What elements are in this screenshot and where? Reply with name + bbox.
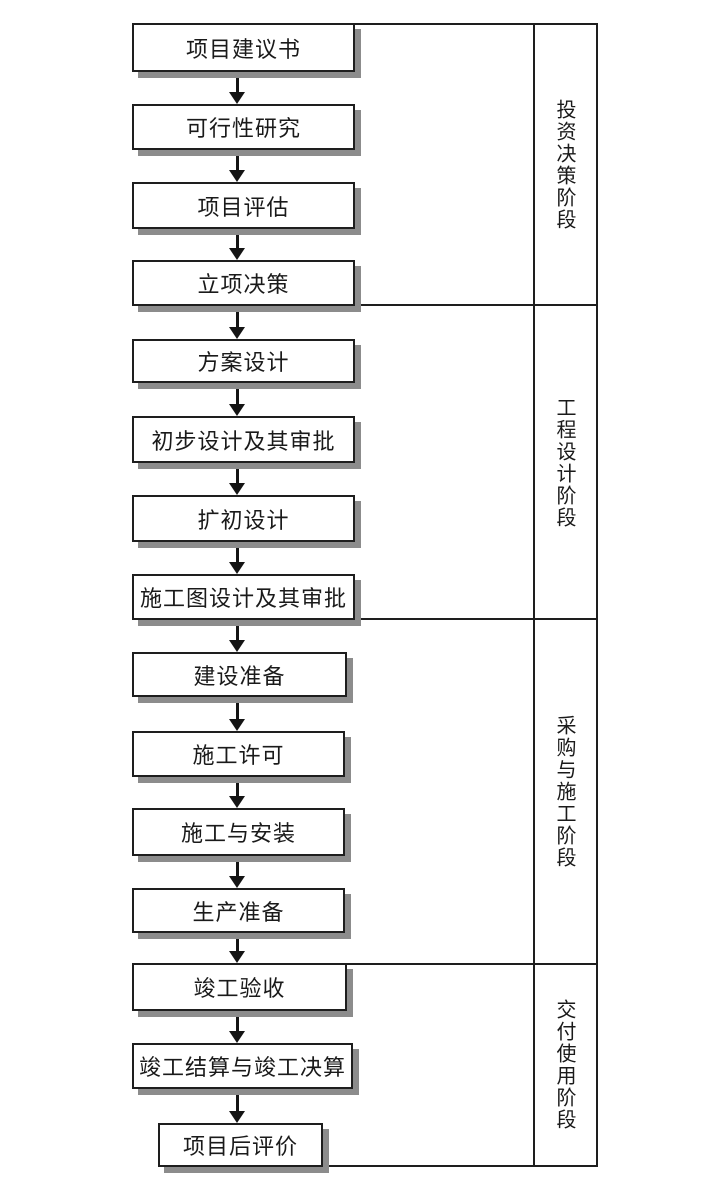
arrow-down-icon [229, 150, 245, 182]
arrow-down-icon [229, 856, 245, 888]
arrow-shaft [235, 383, 239, 404]
flow-step-label: 初步设计及其审批 [151, 429, 336, 455]
arrow-shaft [235, 933, 239, 951]
flow-step-project-proposal: 项目建议书 [132, 23, 355, 72]
arrow-down-icon [229, 383, 245, 416]
arrow-head [229, 248, 245, 260]
arrow-down-icon [229, 463, 245, 495]
arrow-shaft [235, 150, 239, 170]
flow-step-construction-preparation: 建设准备 [132, 652, 347, 697]
arrow-shaft [235, 697, 239, 719]
arrow-head [229, 483, 245, 495]
phase-column-left-border [533, 23, 535, 1167]
section-divider-bottom [158, 1165, 598, 1167]
section-divider-2 [132, 618, 598, 620]
flow-step-expanded-preliminary-design: 扩初设计 [132, 495, 355, 542]
arrow-down-icon [229, 72, 245, 104]
arrow-head [229, 92, 245, 104]
arrow-down-icon [229, 1089, 245, 1123]
phase-label: 交付使用阶段 [553, 999, 577, 1131]
arrow-shaft [235, 72, 239, 92]
flow-step-label: 项目建议书 [185, 37, 301, 63]
flow-step-production-preparation: 生产准备 [132, 888, 345, 933]
arrow-down-icon [229, 306, 245, 339]
arrow-shaft [235, 229, 239, 248]
arrow-down-icon [229, 542, 245, 574]
arrow-shaft [235, 1089, 239, 1111]
flow-step-construction-drawing-approval: 施工图设计及其审批 [132, 574, 355, 620]
flow-step-scheme-design: 方案设计 [132, 339, 355, 383]
phase-label: 工程设计阶段 [553, 397, 577, 529]
arrow-shaft [235, 463, 239, 483]
arrow-shaft [235, 620, 239, 640]
arrow-head [229, 876, 245, 888]
flow-step-label: 项目后评价 [182, 1135, 298, 1160]
flow-step-label: 立项决策 [197, 273, 290, 298]
phase-investment-decision: 投资决策阶段 [533, 23, 598, 306]
arrow-head [229, 404, 245, 416]
flow-step-label: 竣工验收 [193, 977, 286, 1002]
phase-procurement-construction: 采购与施工阶段 [533, 620, 598, 963]
flow-step-label: 生产准备 [192, 900, 285, 926]
arrow-head [229, 1111, 245, 1123]
flow-step-label: 扩初设计 [197, 508, 290, 534]
flow-step-post-project-evaluation: 项目后评价 [158, 1123, 323, 1167]
arrow-head [229, 719, 245, 731]
arrow-head [229, 951, 245, 963]
arrow-shaft [235, 856, 239, 876]
arrow-shaft [235, 1011, 239, 1031]
arrow-head [229, 640, 245, 652]
arrow-down-icon [229, 933, 245, 963]
flow-step-completion-settlement: 竣工结算与竣工决算 [132, 1043, 353, 1089]
section-divider-1 [132, 304, 598, 306]
arrow-head [229, 170, 245, 182]
arrow-down-icon [229, 1011, 245, 1043]
arrow-shaft [235, 777, 239, 796]
arrow-down-icon [229, 620, 245, 652]
flow-step-approval-decision: 立项决策 [132, 260, 355, 306]
arrow-head [229, 1031, 245, 1043]
section-divider-3 [132, 963, 598, 965]
flow-step-construction-installation: 施工与安装 [132, 808, 345, 856]
flow-step-label: 竣工结算与竣工决算 [138, 1056, 346, 1081]
arrow-head [229, 562, 245, 574]
flow-step-label: 施工与安装 [180, 822, 296, 847]
arrow-down-icon [229, 697, 245, 731]
arrow-head [229, 327, 245, 339]
flow-step-label: 项目评估 [197, 195, 290, 221]
flow-step-completion-acceptance: 竣工验收 [132, 963, 347, 1011]
section-divider-top [132, 23, 598, 25]
phase-label: 投资决策阶段 [553, 98, 577, 231]
flow-step-label: 建设准备 [193, 664, 286, 690]
arrow-head [229, 796, 245, 808]
flow-step-label: 施工许可 [192, 744, 285, 769]
arrow-shaft [235, 542, 239, 562]
arrow-down-icon [229, 229, 245, 260]
flow-step-construction-permit: 施工许可 [132, 731, 345, 777]
flow-step-label: 可行性研究 [185, 117, 301, 142]
phase-column-right-border [596, 23, 598, 1167]
phase-delivery-use: 交付使用阶段 [533, 963, 598, 1167]
flow-step-project-evaluation: 项目评估 [132, 182, 355, 229]
flow-step-label: 方案设计 [197, 351, 290, 376]
flow-step-label: 施工图设计及其审批 [139, 587, 347, 612]
phase-label: 采购与施工阶段 [553, 714, 577, 869]
flow-step-preliminary-design-approval: 初步设计及其审批 [132, 416, 355, 463]
phase-engineering-design: 工程设计阶段 [533, 306, 598, 620]
arrow-down-icon [229, 777, 245, 808]
arrow-shaft [235, 306, 239, 327]
flow-step-feasibility-study: 可行性研究 [132, 104, 355, 150]
